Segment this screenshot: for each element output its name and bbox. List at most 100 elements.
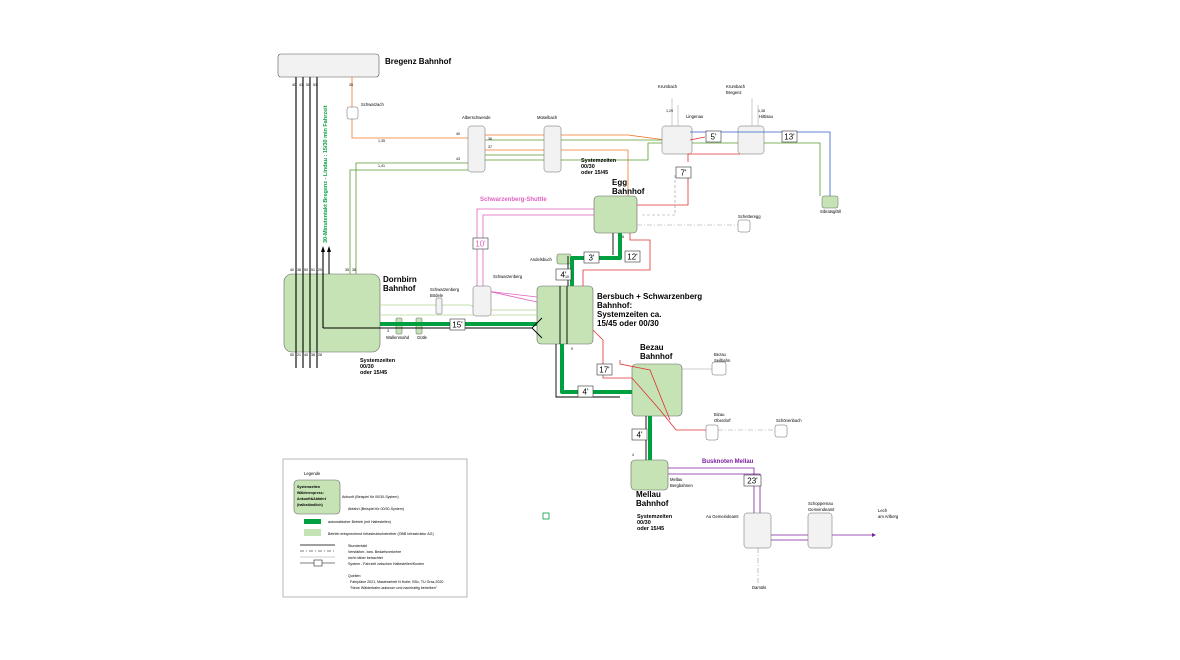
legend-box-2: Wälderexpress: [297,491,324,495]
gutle-label: Gütle [417,335,428,340]
dornbirn-bottom-4: 28 [318,353,322,357]
dornbirn-bottom-2: 40 [304,353,308,357]
lingenau-stop-box[interactable] [661,125,693,155]
schwarzach-label: Schwarzach [361,102,384,107]
schwarzach-stop-box[interactable] [346,106,359,120]
mellau-systemzeiten-3: oder 15/45 [637,526,664,532]
travel-time-15: 15' [452,321,463,330]
legend-arrival: Ankunft (Beispiel für 00/30-System) [342,495,399,499]
light-green-lines [380,304,537,316]
line-1-29: 1,29 [666,109,673,113]
bregenz-title: Bregenz Bahnhof [385,57,452,66]
mellau-bergbahnen-label-1: Mellau [670,477,683,482]
line-10: 10 [565,275,569,279]
mellau-station-box[interactable] [630,459,669,491]
line-4: 4 [632,453,634,457]
bizau-stop-box[interactable] [705,424,719,441]
dornbirn-top-0: 40 [290,268,294,272]
mellau-systemzeiten-2: 00/30 [637,520,651,526]
legend-system: System - Fahrzeit zwischen Haltestellen/… [348,562,424,566]
schoenenbach-stop-box[interactable] [774,424,788,438]
damuels-label: Damüls [752,585,766,590]
dornbirn-mid-0: 35 [345,268,349,272]
bregenz-line-1: 41 [299,83,303,87]
dornbirn-bottom-0: 50 [290,353,294,357]
bregenz-line-3: 51 [313,83,317,87]
line-3: 3 [387,329,389,333]
dornbirn-systemzeiten-2: 00/30 [360,364,374,370]
schetteregg-label: Schetteregg [738,214,761,219]
alberschwende-label: Alberschwende [462,115,491,120]
travel-time-12: 12' [627,253,638,262]
egg-systemzeiten-1: Systemzeiten [581,158,617,164]
alberschwende-stop-box[interactable] [467,125,486,173]
dornbirn-top-3: 51 [311,268,315,272]
black-lines [295,77,318,368]
line-36: 36 [488,137,492,141]
au-stop-box[interactable] [743,512,772,549]
travel-time-13: 13' [784,133,795,142]
egg-systemzeiten-2: 00/30 [581,164,595,170]
schetteregg-stop-box[interactable] [737,219,751,233]
line-1-41: 1,41 [378,164,385,168]
lech-label-1: Lech [878,508,888,513]
andelsbuch-stop-box[interactable] [556,253,572,265]
schwarzenberg-label: Schwarzenberg [493,274,523,279]
bregenz-station-box[interactable] [277,53,380,78]
shuttle-line [476,208,594,303]
legend: Legende Systemzeiten Wälderexpress: Anku… [282,458,468,598]
bersbuch-station-box[interactable] [536,285,594,345]
travel-time-10: 10' [475,240,486,249]
legend-quelle-2: "Neue Wälderbahn-autonom und nachhaltig … [350,586,438,590]
lech-label-2: am Arlberg [878,514,899,519]
line-40: 40 [456,132,460,136]
mellau-title-2: Bahnhof [636,499,669,508]
travel-time-boxes [449,130,798,487]
line-1-38: 1,38 [758,109,765,113]
schoenenbach-label: Schönenbach [776,418,802,423]
legend-infra: Betrieb entsprechend Infrastrukturbetrei… [328,532,434,536]
bezau-station-box[interactable] [631,363,683,417]
sibratsgfall-label: Sibratsgfäll [820,209,841,214]
bezau-title-2: Bahnhof [640,352,673,361]
krumbach-bregenz-label-1: Krumbach [726,84,746,89]
bregenz-line-side: 35 [349,83,353,87]
krumbach-label: Krumbach [658,84,678,89]
dornbirn-top-2: 50 [304,268,308,272]
lingenau-label: Lingenau [686,114,704,119]
shuttle-label: Schwarzenberg-Shuttle [480,197,547,203]
busknoten-label: Busknoten Mellau [702,459,754,465]
egg-station-box[interactable] [593,195,638,234]
travel-time-4c: 4' [637,431,643,440]
egg-systemzeiten-3: oder 15/45 [581,170,608,176]
schwarzenberg-stop-box[interactable] [472,285,492,317]
legend-systemzeiten-box [293,479,341,515]
dornbirn-mid-1: 38 [352,268,356,272]
legend-verstaerker: Verstärker- bzw. Bedarfsverkehre [348,550,401,554]
legend-title: Legende [304,471,321,476]
line-37: 37 [488,145,492,149]
schwarzenberg-boedele-stop-box[interactable] [435,297,443,315]
waelderbahn-main-line [380,233,652,460]
line-9: 9 [571,347,573,351]
dornbirn-station-box[interactable] [283,273,381,353]
muselbach-stop-box[interactable] [543,125,562,173]
dornbirn-top-1: 38 [297,268,301,272]
schoppernau-stop-box[interactable] [807,512,833,549]
sibratsgfall-stop-box[interactable] [821,195,839,209]
hittisau-stop-box[interactable] [737,125,765,155]
bezau-seilbahn-stop-box[interactable] [711,361,727,376]
krumbach-bregenz-label-2: Bregenz [726,90,742,95]
travel-time-5: 5' [711,133,717,142]
schoppernau-label-2: Gemeindeamt [808,507,835,512]
bezau-seilbahn-label-2: Seilbahn [714,358,731,363]
legend-auto-swatch [304,519,321,524]
schwarzenberg-boedele-label-1: Schwarzenberg [430,287,460,292]
legend-box-4: (halbstündlich) [297,503,324,507]
legend-departure: Abfahrt (Beispiel für 00/30-System) [348,507,404,511]
small-marker [542,512,550,520]
legend-stundentakt: Stundentakt [348,544,367,548]
legend-box-1: Systemzeiten [297,485,320,489]
line-43: 43 [456,157,460,161]
